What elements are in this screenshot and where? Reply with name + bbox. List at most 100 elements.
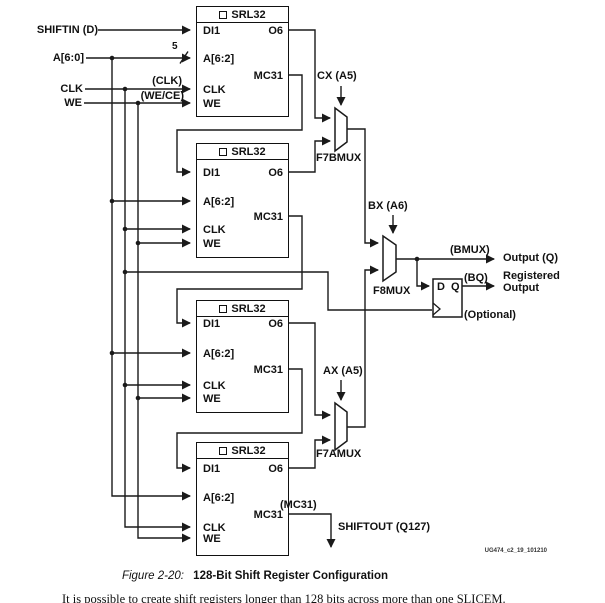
block-type-icon [219, 10, 228, 19]
ax-select-label: AX (A5) [323, 365, 363, 377]
we-note-label: (WE/CE) [140, 90, 184, 102]
shiftin-label: SHIFTIN (D) [36, 24, 98, 36]
ff-optional-label: (Optional) [464, 309, 516, 321]
mux-shapes [334, 106, 397, 452]
o6-wires [289, 29, 331, 469]
body-text-clipped: It is possible to create shift registers… [62, 592, 506, 603]
figure-caption: Figure 2-20: 128-Bit Shift Register Conf… [70, 570, 440, 582]
pin-a62: A[6:2] [203, 196, 235, 208]
tap-clk-flipflop [125, 271, 432, 311]
block-type-label: SRL32 [231, 145, 266, 158]
wire-mc31-b1-to-di1-b2 [176, 74, 303, 177]
bmux-tag-label: (BMUX) [450, 244, 490, 256]
wire-o6-b4-f7amux [289, 435, 331, 469]
block-type-label: SRL32 [231, 444, 266, 457]
pin-di1: DI1 [203, 25, 221, 37]
pin-clk: CLK [203, 224, 226, 236]
f7bmux-shape [334, 106, 348, 153]
f7amux-shape [334, 401, 348, 452]
pin-clk: CLK [203, 380, 226, 392]
junction-dot [135, 100, 141, 106]
pin-mc31: MC31 [253, 70, 283, 82]
ff-q-label: Q [451, 281, 460, 293]
pin-clk: CLK [203, 522, 226, 534]
pin-mc31: MC31 [253, 509, 283, 521]
block-type-icon [219, 304, 228, 313]
figure-title: 128-Bit Shift Register Configuration [193, 570, 389, 582]
pin-a62: A[6:2] [203, 53, 235, 65]
wire-f7bmux-to-f8mux [347, 128, 379, 248]
pin-di1: DI1 [203, 167, 221, 179]
pin-we: WE [203, 98, 221, 110]
bus-width-label: 5 [172, 41, 178, 52]
clk-note-label: (CLK) [152, 75, 182, 87]
ff-shape [432, 278, 463, 318]
pin-o6: O6 [268, 25, 283, 37]
we-label: WE [64, 97, 82, 109]
block-type-label: SRL32 [231, 8, 266, 21]
block-type-icon [219, 446, 228, 455]
junction-dot [135, 395, 141, 401]
f7amux-label: F7AMUX [316, 448, 362, 460]
mux-wires [336, 86, 398, 428]
pin-mc31: MC31 [253, 364, 283, 376]
bx-select-label: BX (A6) [368, 200, 408, 212]
wire-f8mux-to-ff-d [416, 259, 430, 291]
block-type-label: SRL32 [231, 302, 266, 315]
wire-mc31-b2-to-di1-b3 [176, 215, 303, 328]
bus-clk-vertical [124, 89, 191, 532]
registered-output-line1: Registered [503, 270, 560, 282]
flipflop-clock-triangle-icon [432, 302, 441, 316]
srl32-block-3: SRL32 DI1 O6 A[6:2] MC31 CLK WE [196, 300, 289, 413]
bus-wires [111, 58, 432, 543]
pin-o6: O6 [268, 463, 283, 475]
srl32-block-2: SRL32 DI1 O6 A[6:2] MC31 CLK WE [196, 143, 289, 258]
bq-tag-label: (BQ) [464, 272, 488, 284]
junction-dot [122, 382, 128, 388]
pin-we: WE [203, 393, 221, 405]
pin-we: WE [203, 238, 221, 250]
junction-dot [109, 55, 115, 61]
wire-o6-b3-f7amux [289, 322, 331, 420]
shiftout-label: SHIFTOUT (Q127) [338, 521, 431, 533]
cx-select-label: CX (A5) [317, 70, 357, 82]
wire-o6-b1-f7bmux [289, 29, 331, 123]
ff-d-label: D [437, 281, 445, 293]
pin-a62: A[6:2] [203, 492, 235, 504]
pin-we: WE [203, 533, 221, 545]
bus-we-vertical [137, 103, 191, 543]
srl32-block-4-header: SRL32 [197, 443, 288, 459]
pin-di1: DI1 [203, 463, 221, 475]
junction-dot [135, 240, 141, 246]
pin-a62: A[6:2] [203, 348, 235, 360]
junction-dots [109, 55, 420, 401]
block-type-icon [219, 147, 228, 156]
srl32-block-3-header: SRL32 [197, 301, 288, 317]
f7bmux-label: F7BMUX [316, 152, 362, 164]
pin-di1: DI1 [203, 318, 221, 330]
watermark-text: UG474_c2_19_101210 [484, 548, 547, 554]
wire-f7amux-to-f8mux [347, 265, 379, 428]
srl32-block-4: SRL32 DI1 O6 A[6:2] MC31 CLK WE [196, 442, 289, 556]
srl32-block-1: SRL32 DI1 O6 A[6:2] MC31 CLK WE [196, 6, 289, 117]
wire-mc31-b4-shiftout [289, 513, 336, 548]
f8mux-shape [382, 234, 397, 283]
registered-output-line2: Output [503, 281, 540, 294]
wire-mc31-b3-to-di1-b4 [176, 368, 303, 473]
bus-width-slash [179, 51, 189, 64]
figure-number: Figure 2-20: [121, 570, 184, 582]
wire-o6-b2-f7bmux [289, 136, 331, 173]
clk-label: CLK [60, 83, 83, 95]
junction-dot [122, 86, 128, 92]
bus-addr-vertical [111, 58, 191, 501]
feedback-wires [176, 74, 336, 548]
pin-mc31: MC31 [253, 211, 283, 223]
junction-dot [414, 256, 420, 262]
pin-o6: O6 [268, 318, 283, 330]
srl32-block-1-header: SRL32 [197, 7, 288, 23]
mc31-tag-label: (MC31) [280, 499, 317, 511]
addr-label: A[6:0] [52, 52, 84, 64]
registered-output-label: Registered Output [503, 270, 560, 294]
